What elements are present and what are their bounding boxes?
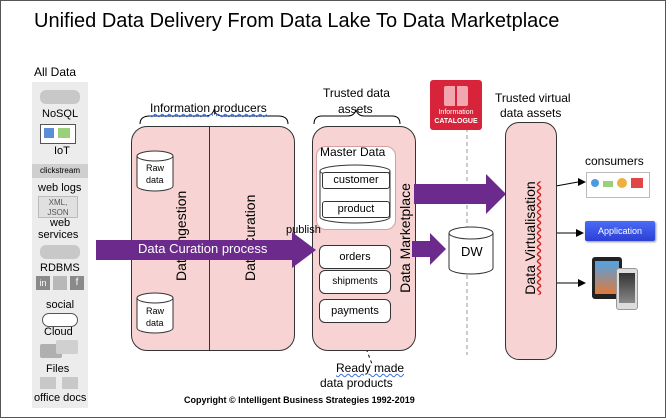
raw-data-top-label-2: data bbox=[146, 175, 164, 185]
nosql-icon bbox=[40, 90, 80, 104]
arrow-to-dashboard bbox=[555, 181, 579, 187]
all-data-heading: All Data bbox=[34, 65, 77, 79]
trusted-data-label-2: assets bbox=[338, 102, 373, 116]
dashboard-icon bbox=[586, 172, 650, 198]
curation-process-label: Data Curation process bbox=[138, 241, 268, 256]
data-marketplace-label: Data Marketplace bbox=[397, 183, 413, 293]
files-icon bbox=[40, 340, 80, 358]
social-label: social bbox=[46, 299, 75, 311]
trusted-data-label-1: Trusted data bbox=[323, 86, 390, 100]
catalogue-line-2: CATALOGUE bbox=[434, 118, 478, 125]
raw-data-bottom-cylinder bbox=[136, 292, 174, 334]
customer-item: customer bbox=[322, 172, 390, 189]
publish-label: publish bbox=[286, 224, 321, 236]
raw-data-top-cylinder bbox=[136, 150, 174, 192]
curation-process-arrow bbox=[96, 232, 316, 268]
master-data-label: Master Data bbox=[320, 145, 386, 159]
producers-divider bbox=[209, 126, 210, 350]
all-data-strip: NoSQL IoT clickstream web logs XML, JSON… bbox=[32, 82, 88, 408]
raw-data-bottom-label-1: Raw bbox=[146, 306, 165, 316]
cloud-icon bbox=[42, 313, 78, 327]
information-catalogue-icon: Information CATALOGUE bbox=[430, 80, 482, 130]
nosql-label: NoSQL bbox=[42, 108, 79, 120]
product-item: product bbox=[322, 201, 390, 218]
ready-made-label-2: data products bbox=[320, 376, 393, 390]
raw-data-bottom-label-2: data bbox=[146, 318, 164, 328]
weblogs-label: web logs bbox=[38, 182, 82, 194]
marketplace-to-virtual-arrow bbox=[414, 174, 506, 214]
application-button[interactable]: Application bbox=[585, 221, 655, 241]
rdbms-label: RDBMS bbox=[40, 262, 80, 274]
office-docs-icon bbox=[40, 377, 80, 389]
marketplace-to-dw-arrow bbox=[412, 233, 446, 265]
dw-cylinder bbox=[448, 226, 494, 275]
webservices-label-2: services bbox=[38, 229, 79, 241]
shipments-item: shipments bbox=[319, 270, 391, 294]
office-docs-label: office docs bbox=[34, 392, 87, 404]
raw-data-top-label-1: Raw bbox=[146, 163, 165, 173]
clickstream-label: clickstream bbox=[32, 164, 88, 178]
virtualisation-block bbox=[505, 122, 557, 360]
dw-label: DW bbox=[461, 244, 483, 259]
webservices-label-1: web bbox=[50, 217, 71, 229]
trusted-data-brace bbox=[313, 108, 401, 125]
rdbms-icon bbox=[40, 245, 80, 259]
payments-item: payments bbox=[319, 299, 391, 323]
producers-brace-label: Information producers bbox=[150, 101, 267, 115]
consumers-heading: consumers bbox=[585, 154, 644, 168]
ready-made-pointer bbox=[361, 337, 373, 365]
diagram-title: Unified Data Delivery From Data Lake To … bbox=[34, 10, 560, 32]
orders-item: orders bbox=[319, 245, 391, 269]
virtual-heading-1: Trusted virtual bbox=[495, 91, 571, 105]
producers-brace bbox=[139, 108, 289, 125]
files-label: Files bbox=[46, 363, 70, 375]
copyright-text: Copyright © Intelligent Business Strateg… bbox=[184, 395, 415, 405]
phone-icon bbox=[616, 268, 638, 310]
ready-made-label-1: Ready made bbox=[336, 361, 405, 375]
data-virtualisation-label: Data Virtualisation bbox=[522, 181, 538, 295]
iot-icon bbox=[40, 124, 76, 144]
xml-json-icon: XML, JSON bbox=[38, 196, 78, 218]
cloud-label: Cloud bbox=[44, 326, 73, 338]
iot-label: IoT bbox=[54, 145, 70, 157]
catalogue-line-1: Information bbox=[438, 109, 474, 116]
social-icons: in f bbox=[36, 276, 84, 290]
virtual-heading-2: data assets bbox=[500, 106, 562, 120]
